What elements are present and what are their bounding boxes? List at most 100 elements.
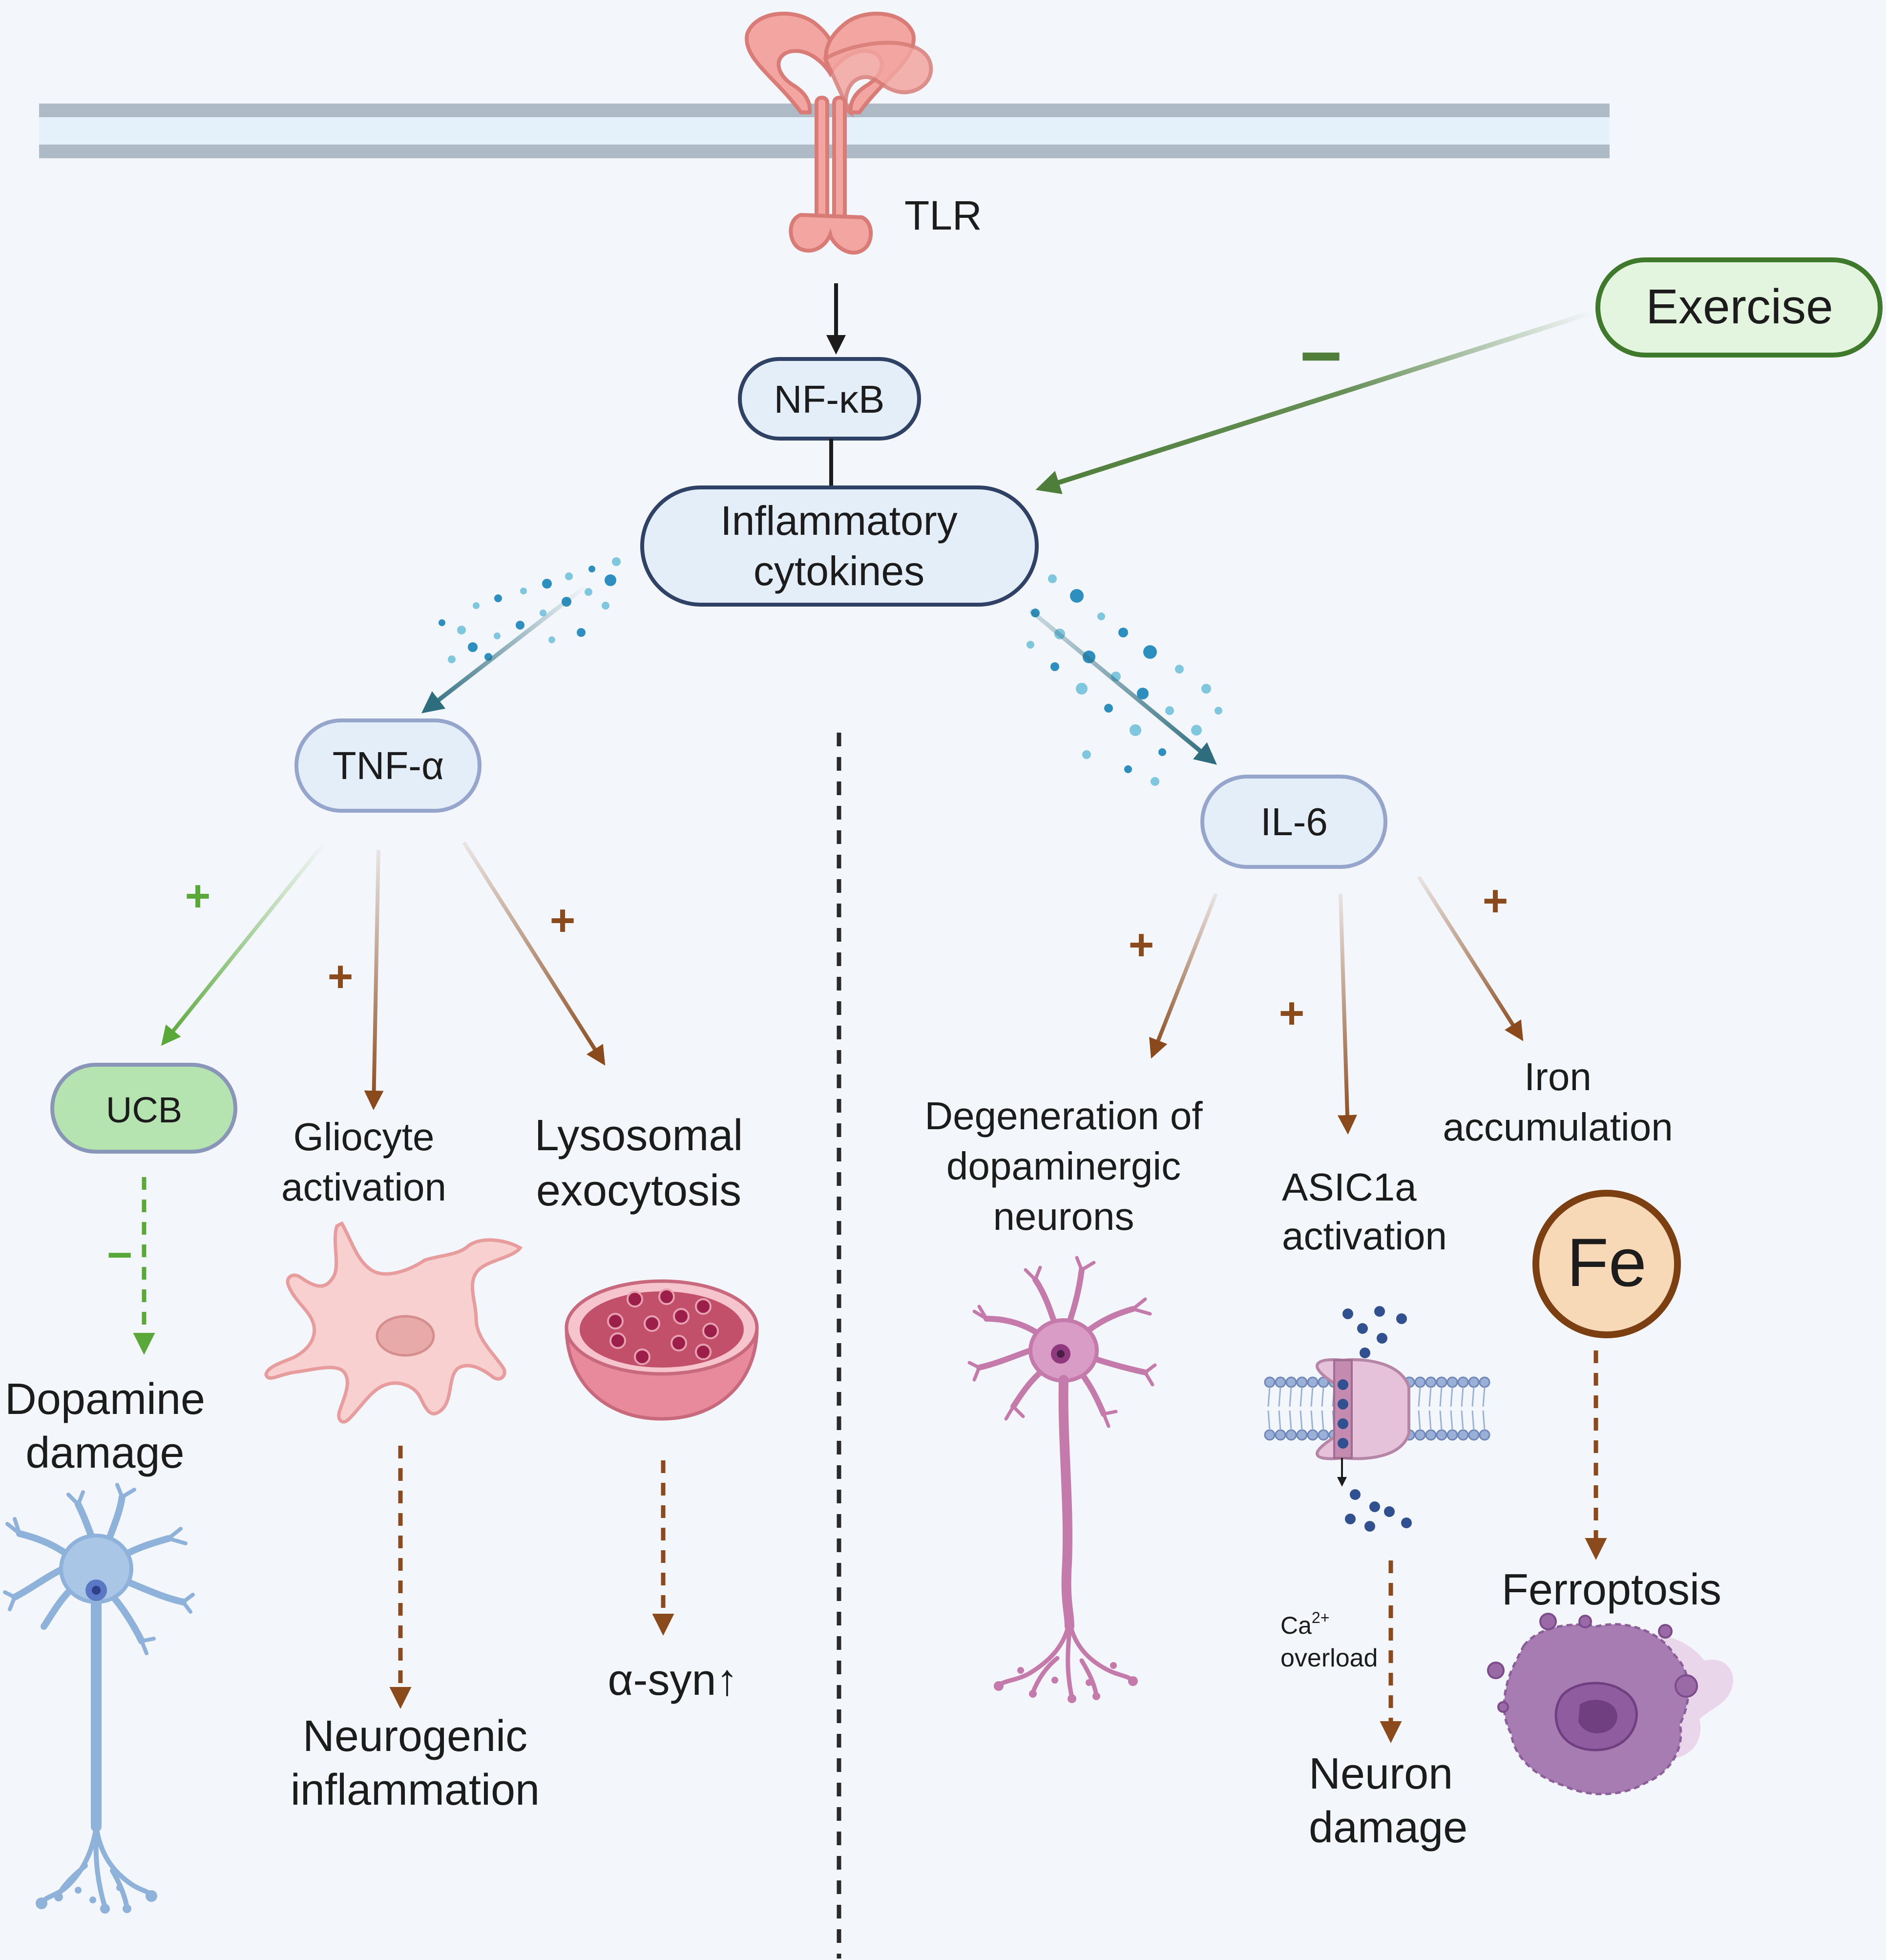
lysosomal-plus-sign: + <box>550 896 576 945</box>
cytokine-particle <box>577 628 586 637</box>
exercise-node: Exercise <box>1595 257 1883 358</box>
il6-to-asic-arrow <box>1338 893 1358 1135</box>
degeneration-label-line2: dopaminergic <box>946 1144 1181 1188</box>
tnf-to-ucb-arrow <box>161 841 327 1046</box>
ucb-node: UCB <box>50 1063 237 1154</box>
neuron-damage-label-line1: Neuron <box>1309 1749 1453 1798</box>
cytokine-particle <box>1165 706 1174 715</box>
neurogenic-label-line1: Neurogenic <box>303 1712 527 1761</box>
cytokine-particle <box>473 602 480 609</box>
dopaminergic-neuron-blue-icon <box>3 1483 195 1914</box>
cytokines-label-line2: cytokines <box>754 548 924 594</box>
cytokine-particle <box>588 566 595 572</box>
inflammatory-cytokines-node: Inflammatory cytokines <box>640 485 1039 607</box>
cytokine-particle <box>602 602 609 610</box>
cytokine-particle <box>1137 688 1149 699</box>
cytokine-particle <box>494 594 502 602</box>
ferroptotic-cell-icon <box>1487 1613 1733 1795</box>
cytokine-particle <box>1175 665 1184 674</box>
dopamine-label-line2: damage <box>25 1429 184 1477</box>
cytokine-particle <box>565 572 573 580</box>
il6-label: IL-6 <box>1260 800 1328 843</box>
tlr-label: TLR <box>904 192 982 238</box>
gliocyte-label-line2: activation <box>281 1165 446 1209</box>
asic-label-line1: ASIC1a <box>1282 1165 1417 1209</box>
cytokine-particle <box>1027 641 1034 649</box>
cytokine-particle <box>1097 612 1105 620</box>
cytokine-particles-left <box>439 557 621 663</box>
cytokine-particle <box>542 579 552 589</box>
degeneration-label-line1: Degeneration of <box>924 1094 1203 1138</box>
ca-label: Ca2+ <box>1280 1609 1329 1639</box>
nfkb-node: NF-κB <box>738 357 921 441</box>
neuron-damage-label-line2: damage <box>1309 1803 1467 1852</box>
degenerating-neuron-purple-icon <box>967 1256 1157 1703</box>
il6-node: IL-6 <box>1200 775 1387 869</box>
dopamine-label-line1: Dopamine <box>5 1375 205 1424</box>
iron-label-line1: Iron <box>1524 1055 1592 1098</box>
tnf-to-lysosomal-arrow <box>462 841 606 1066</box>
cytokine-particle <box>540 610 546 616</box>
cytokine-particle <box>585 588 592 596</box>
cytokine-particle <box>1201 684 1211 694</box>
tnf-label: TNF-α <box>333 744 444 787</box>
ucb-minus-sign: − <box>107 1231 133 1280</box>
cytokine-particle <box>448 655 456 663</box>
tnf-to-gliocyte-arrow <box>364 849 384 1110</box>
exercise-inhibition-arrow <box>1035 310 1593 494</box>
cytokine-particle <box>1143 645 1157 659</box>
gliocyte-label-line1: Gliocyte <box>293 1115 435 1159</box>
exercise-inhibit-sign: − <box>1299 315 1342 397</box>
overload-label: overload <box>1280 1644 1378 1672</box>
cytokine-particle <box>548 636 555 643</box>
lysosomal-label-line1: Lysosomal <box>535 1111 743 1160</box>
cytokine-particle <box>1158 748 1166 756</box>
lipid-bilayer <box>1264 1376 1490 1441</box>
cytokine-particle <box>1082 750 1091 759</box>
tlr-receptor-icon <box>745 11 933 255</box>
cytokine-particle <box>1104 704 1113 713</box>
cytokine-particle <box>1118 628 1128 637</box>
cytokine-particle <box>1070 589 1084 603</box>
cytokines-label-line1: Inflammatory <box>720 498 957 544</box>
cytokine-particle <box>439 619 445 626</box>
ucb-label: UCB <box>106 1090 182 1130</box>
cytokine-particle <box>605 574 616 586</box>
asic1a-ion-channel-icon <box>1264 1306 1490 1532</box>
cytokine-particle <box>1130 724 1141 736</box>
iron-plus-sign: + <box>1483 877 1509 926</box>
cytokine-particle <box>1124 765 1132 773</box>
cytokine-particles-right <box>1027 574 1222 786</box>
asic-label-line2: activation <box>1282 1214 1447 1258</box>
lysosomal-label-line2: exocytosis <box>536 1166 741 1215</box>
cytokine-particle <box>612 557 621 566</box>
cytokine-particle <box>457 626 466 634</box>
ferroptosis-label: Ferroptosis <box>1502 1565 1721 1614</box>
neurogenic-label-line2: inflammation <box>291 1766 540 1814</box>
cytokine-particle <box>1048 574 1057 583</box>
il6-to-iron-arrow <box>1417 875 1524 1041</box>
cytokine-particle <box>1050 662 1059 671</box>
nfkb-label: NF-κB <box>774 378 885 421</box>
cytokine-particle <box>1076 683 1088 695</box>
cytokines-to-tnf-arrow <box>421 584 587 714</box>
cytokine-particle <box>468 642 478 652</box>
il6-to-degeneration-arrow <box>1149 893 1218 1059</box>
ucb-plus-sign: + <box>185 872 211 921</box>
lysosome-icon <box>565 1279 759 1421</box>
asic-plus-sign: + <box>1279 989 1305 1038</box>
cytokine-particle <box>1191 725 1202 736</box>
gliocyte-plus-sign: + <box>328 952 354 1001</box>
cytokine-particle <box>520 588 527 594</box>
degeneration-plus-sign: + <box>1129 921 1154 969</box>
cytokine-particle <box>1215 707 1222 715</box>
fe-label: Fe <box>1567 1224 1646 1301</box>
activated-glial-cell-icon <box>264 1221 523 1424</box>
cytokine-particle <box>516 621 524 630</box>
cytokines-to-il6-arrow <box>1029 609 1217 765</box>
fe-iron-icon: Fe <box>1532 1190 1681 1338</box>
asyn-label: α-syn↑ <box>608 1656 738 1705</box>
cytokine-particle <box>1151 777 1159 786</box>
iron-label-line2: accumulation <box>1443 1105 1673 1149</box>
